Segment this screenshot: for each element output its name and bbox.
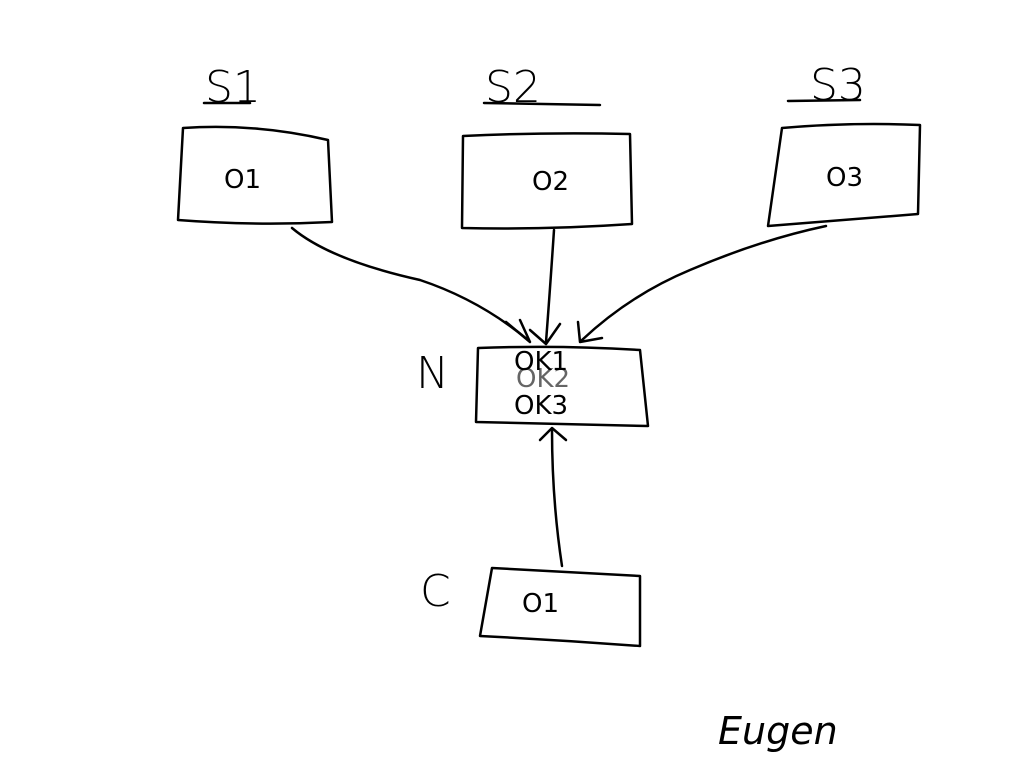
- server-s3: S3 O3: [766, 60, 922, 228]
- arrow-s3-to-node: [576, 224, 828, 344]
- server-s2-box-text: O2: [532, 167, 569, 197]
- server-s3-box: [766, 122, 922, 228]
- server-s2: S2 O2: [460, 62, 634, 230]
- server-s3-underline: [786, 98, 862, 103]
- server-s1: S1 O1: [176, 62, 334, 225]
- arrowhead-icon: [538, 426, 568, 442]
- arrow-s2-to-node: [528, 228, 562, 346]
- server-s3-label: S3: [810, 60, 866, 111]
- server-s2-label: S2: [485, 62, 541, 113]
- client-c: C O1: [420, 566, 642, 648]
- client-label: C: [420, 566, 451, 617]
- server-s1-box-text: O1: [224, 165, 261, 195]
- server-s2-underline: [482, 101, 602, 107]
- arrow-client-to-node: [538, 426, 568, 568]
- node-label: N: [416, 348, 449, 399]
- node-line-1: OK1: [514, 347, 568, 377]
- node-overwritten-line: OK2: [516, 364, 570, 394]
- arrowhead-icon: [504, 318, 532, 344]
- arrow-s1-to-node: [290, 226, 532, 344]
- arrowhead-icon: [576, 320, 604, 344]
- client-box-text: O1: [522, 589, 559, 619]
- server-s1-label: S1: [205, 62, 261, 113]
- signature: Eugen: [718, 709, 838, 753]
- server-s2-box: [460, 132, 634, 230]
- arrowhead-icon: [528, 322, 562, 346]
- server-s1-box: [176, 125, 334, 225]
- client-box: [478, 566, 642, 648]
- node-line-2: OK3: [514, 391, 568, 421]
- node-box: [474, 345, 650, 428]
- node-n: N OK1 OK2 OK3: [416, 345, 650, 428]
- server-s3-box-text: O3: [826, 163, 863, 193]
